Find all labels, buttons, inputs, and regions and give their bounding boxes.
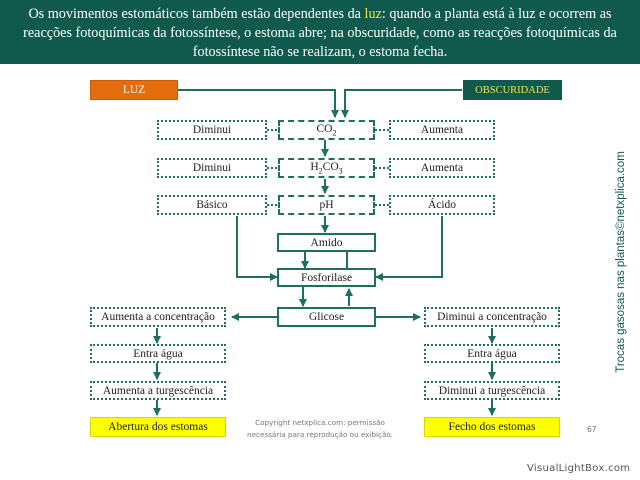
arrow-luz-to-co2 — [178, 89, 339, 118]
h2co3-co: CO — [322, 160, 339, 173]
header-banner: Os movimentos estomáticos também estão d… — [0, 0, 640, 64]
side-text-main: Trocas gasosas nas plantas — [615, 230, 627, 373]
h2co3-h: H — [310, 160, 319, 173]
header-text: Os movimentos estomáticos também estão d… — [14, 5, 626, 62]
header-highlight-luz: luz — [364, 6, 382, 22]
glicose-label: Glicose — [308, 311, 345, 323]
ph-label: pH — [319, 199, 334, 211]
right-agua-label: Entra água — [467, 347, 517, 360]
h2co3-right-box: Aumenta — [389, 158, 495, 178]
co2-right-box: Aumenta — [389, 120, 495, 140]
h2co3-left-label: Diminui — [192, 162, 232, 174]
copyright-notice: Copyright netxplica.com: permissão neces… — [230, 417, 410, 441]
header-text-after: : quando a planta está à luz e ocorrem a… — [23, 6, 617, 60]
co2-left-box: Diminui — [157, 120, 267, 140]
right-turgescencia-box: Diminui a turgescência — [424, 381, 560, 400]
arrow-acido-to-fosforilase — [375, 216, 443, 281]
right-result-box: Fecho dos estomas — [424, 417, 560, 437]
arrow-obscuridade-to-co2 — [341, 89, 462, 118]
left-turgescencia-label: Aumenta a turgescência — [102, 384, 214, 397]
left-agua-label: Entra água — [133, 347, 183, 360]
right-result-label: Fecho dos estomas — [448, 421, 536, 433]
h2co3-subscript-2: 3 — [338, 166, 343, 176]
h2co3-left-box: Diminui — [157, 158, 267, 178]
left-concentracao-box: Aumenta a concentração — [90, 307, 226, 327]
copyright-line-2: necessária para reprodução ou exibição. — [247, 430, 393, 439]
ph-left-box: Básico — [157, 195, 267, 215]
h2co3-subscript-1: 2 — [318, 166, 323, 176]
left-turgescencia-box: Aumenta a turgescência — [90, 381, 226, 400]
co2-base: CO — [316, 122, 333, 135]
amido-label: Amido — [310, 236, 343, 249]
left-result-box: Abertura dos estomas — [90, 417, 226, 437]
co2-label: CO2 — [317, 123, 337, 137]
luz-label: LUZ — [122, 84, 146, 96]
h2co3-label: H2CO3 — [310, 161, 342, 175]
fosforilase-box: Fosforilase — [277, 268, 376, 287]
left-result-label: Abertura dos estomas — [108, 421, 208, 433]
ph-right-label: Ácido — [427, 199, 457, 211]
header-text-before: Os movimentos estomáticos também estão d… — [28, 6, 365, 22]
page-number: 67 — [587, 425, 597, 434]
co2-subscript: 2 — [332, 128, 337, 138]
obscuridade-box: OBSCURIDADE — [463, 80, 562, 100]
glicose-box: Glicose — [277, 307, 376, 327]
arrow-basico-to-fosforilase — [236, 216, 278, 281]
side-vertical-text: Trocas gasosas nas plantas©netxplica.com — [615, 151, 627, 373]
right-concentracao-box: Diminui a concentração — [424, 307, 560, 327]
fosforilase-label: Fosforilase — [300, 271, 353, 284]
right-agua-box: Entra água — [424, 344, 560, 363]
h2co3-right-label: Aumenta — [420, 162, 464, 174]
co2-right-label: Aumenta — [420, 124, 464, 136]
obscuridade-label: OBSCURIDADE — [475, 84, 550, 96]
left-agua-box: Entra água — [90, 344, 226, 363]
ph-box: pH — [278, 195, 375, 215]
left-concentracao-label: Aumenta a concentração — [101, 311, 215, 323]
co2-box: CO2 — [278, 120, 375, 140]
side-text-site: netxplica.com — [615, 151, 627, 222]
co2-left-label: Diminui — [192, 124, 232, 136]
amido-box: Amido — [277, 233, 376, 252]
luz-box: LUZ — [90, 80, 178, 100]
ph-right-box: Ácido — [389, 195, 495, 215]
copyright-icon: © — [615, 221, 627, 231]
h2co3-box: H2CO3 — [278, 158, 375, 178]
right-concentracao-label: Diminui a concentração — [437, 311, 547, 323]
ph-left-label: Básico — [196, 199, 228, 211]
copyright-line-1: Copyright netxplica.com: permissão — [255, 418, 385, 427]
right-turgescencia-label: Diminui a turgescência — [438, 384, 546, 397]
watermark-link[interactable]: VisualLightBox.com — [527, 463, 631, 474]
